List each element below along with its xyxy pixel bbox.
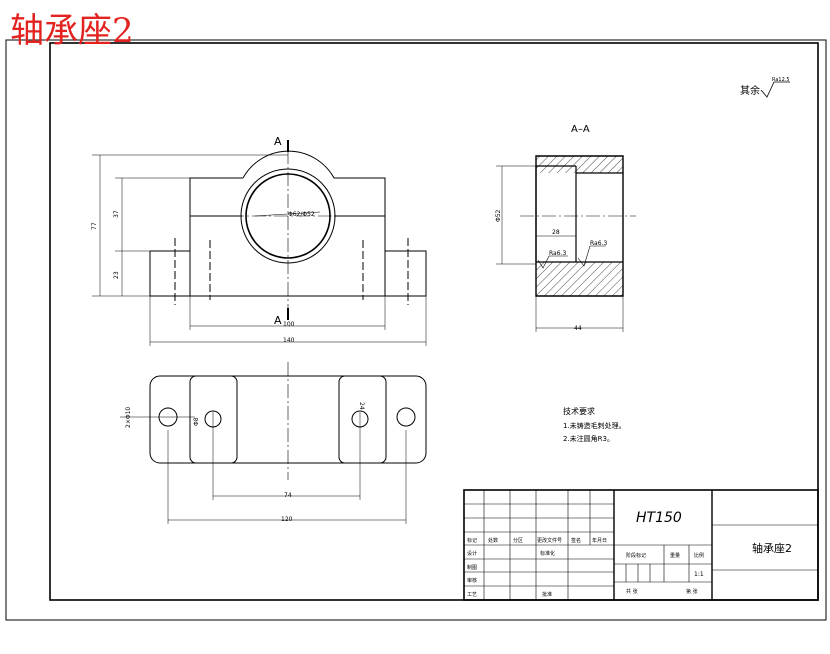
svg-text:更改文件号: 更改文件号 <box>537 537 562 544</box>
svg-text:分区: 分区 <box>513 537 523 544</box>
surface-finish-note: 其余 Ra12.5 <box>740 77 790 98</box>
top-view-cap-right <box>338 375 387 464</box>
svg-text:A: A <box>274 314 282 327</box>
svg-text:签名: 签名 <box>571 537 581 544</box>
svg-text:第 张: 第 张 <box>686 588 698 595</box>
svg-text:处数: 处数 <box>488 537 498 544</box>
svg-text:120: 120 <box>281 516 293 523</box>
top-view-cap-left <box>189 375 238 464</box>
svg-text:24: 24 <box>358 402 365 410</box>
svg-text:审核: 审核 <box>467 577 477 584</box>
svg-text:轴承座2: 轴承座2 <box>752 541 792 555</box>
top-view <box>120 362 427 524</box>
svg-text:44: 44 <box>574 325 582 332</box>
svg-text:重量: 重量 <box>670 552 680 559</box>
svg-text:制图: 制图 <box>467 564 477 571</box>
svg-text:技术要求: 技术要求 <box>563 406 595 416</box>
svg-text:Φ8: Φ8 <box>193 417 200 426</box>
technical-requirements: 技术要求 1.未铸造毛刺处理。 2.未注圆角R3。 <box>563 406 626 443</box>
svg-text:标准化: 标准化 <box>540 550 555 557</box>
svg-text:HT150: HT150 <box>636 510 682 526</box>
svg-text:77: 77 <box>91 222 98 230</box>
svg-text:A–A: A–A <box>571 124 590 135</box>
section-hatch-top <box>536 156 623 173</box>
section-hatch-bottom <box>536 262 623 296</box>
svg-text:批准: 批准 <box>542 591 552 598</box>
svg-text:Ra6.3: Ra6.3 <box>549 250 566 257</box>
svg-text:标记: 标记 <box>467 537 477 544</box>
drawing-title: 轴承座2 <box>10 11 134 51</box>
svg-text:设计: 设计 <box>467 550 477 557</box>
sheet-outer-border <box>5 39 827 621</box>
title-block <box>463 489 819 601</box>
mount-hole-right <box>396 407 416 427</box>
svg-text:2.未注圆角R3。: 2.未注圆角R3。 <box>563 434 614 443</box>
svg-text:工艺: 工艺 <box>467 592 477 598</box>
top-view-labels: 2×Φ10 Φ8 24 74 120 <box>125 402 365 523</box>
svg-text:A: A <box>274 135 282 148</box>
svg-text:共 张: 共 张 <box>626 588 638 595</box>
svg-text:140: 140 <box>283 337 295 344</box>
svg-text:37: 37 <box>113 210 120 218</box>
svg-text:Φ62/Φ52: Φ62/Φ52 <box>288 211 315 218</box>
svg-text:28: 28 <box>552 229 560 236</box>
front-view-labels: A A Φ62/Φ52 77 37 23 100 140 <box>91 135 315 344</box>
svg-text:Ra12.5: Ra12.5 <box>772 77 790 83</box>
title-block-text: HT150 轴承座2 标记 处数 分区 更改文件号 签名 年月日 设计 制图 审… <box>467 510 792 598</box>
section-view: A–A <box>496 124 636 332</box>
svg-text:74: 74 <box>284 492 292 499</box>
svg-text:阶段标记: 阶段标记 <box>626 552 646 559</box>
svg-text:Ra6.3: Ra6.3 <box>590 240 607 247</box>
svg-text:1.未铸造毛刺处理。: 1.未铸造毛刺处理。 <box>563 421 626 430</box>
front-view <box>92 140 427 346</box>
svg-text:23: 23 <box>113 271 120 279</box>
svg-text:2×Φ10: 2×Φ10 <box>125 407 132 428</box>
section-view-labels: Φ52 28 44 Ra6.3 Ra6.3 <box>495 209 607 332</box>
sheet-inner-border <box>49 42 819 601</box>
svg-text:比例: 比例 <box>694 552 704 559</box>
svg-text:1:1: 1:1 <box>694 571 704 578</box>
svg-text:年月日: 年月日 <box>592 537 607 544</box>
svg-text:100: 100 <box>283 321 295 328</box>
svg-text:Φ52: Φ52 <box>495 209 502 222</box>
svg-text:其余: 其余 <box>740 84 760 97</box>
